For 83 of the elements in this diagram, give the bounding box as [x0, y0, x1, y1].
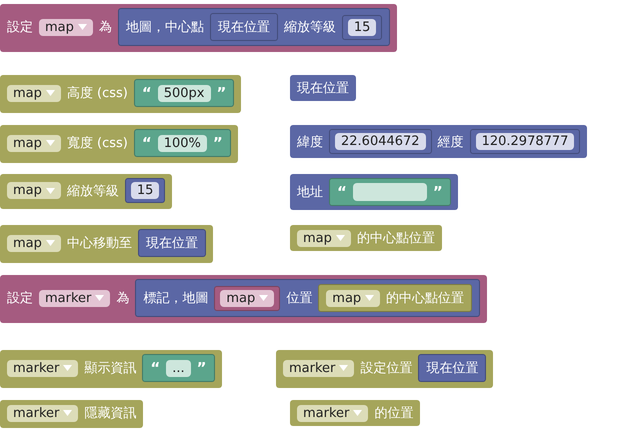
- number-field: 15: [348, 18, 376, 36]
- dropdown-field: marker: [7, 360, 78, 376]
- number-field: 22.6044672: [335, 133, 426, 150]
- dropdown-field: marker: [39, 290, 110, 306]
- block-label: 設定位置: [360, 360, 412, 377]
- number-block: [342, 14, 382, 40]
- value-block: [290, 125, 588, 158]
- statement-block: [0, 350, 222, 388]
- text-field: 100%: [158, 134, 207, 152]
- value-block: [290, 400, 420, 426]
- dropdown-field: map: [7, 182, 61, 199]
- text-field: [352, 183, 427, 201]
- number-block: [124, 178, 166, 203]
- block-label: 的中心點位置: [386, 290, 464, 307]
- dropdown-field: map: [326, 290, 380, 306]
- block-label: 標記，地圖: [143, 290, 208, 307]
- quote-mark: ”: [196, 359, 207, 377]
- number-block: [470, 129, 580, 154]
- value-block: [418, 354, 486, 382]
- value-block: [210, 13, 278, 41]
- dropdown-field: map: [220, 290, 274, 306]
- quote-mark: ”: [216, 84, 226, 102]
- statement-block: [0, 75, 242, 113]
- block-label: 位置: [286, 290, 312, 307]
- statement-block: [0, 275, 488, 323]
- block-label: 為: [116, 290, 130, 307]
- value-block: [118, 8, 390, 46]
- block-label: 設定: [7, 290, 33, 307]
- quote-mark: “: [337, 183, 347, 201]
- dropdown-field: marker: [7, 404, 78, 422]
- text-field: ...: [166, 360, 191, 376]
- dropdown-field: map: [297, 230, 351, 246]
- dropdown-field: map: [7, 234, 61, 252]
- block-label: 為: [98, 19, 112, 36]
- text-block: [134, 129, 231, 157]
- statement-block: [0, 174, 172, 209]
- value-block: [318, 284, 472, 312]
- value-block: [138, 229, 206, 257]
- number-field: 15: [130, 182, 160, 199]
- value-block: [290, 174, 458, 210]
- statement-block: [276, 350, 494, 388]
- text-block: [329, 178, 451, 206]
- block-label: 縮放等級: [66, 182, 119, 200]
- block-label: 寬度 (css): [66, 135, 128, 152]
- block-label: 設定: [7, 19, 33, 36]
- quote-mark: ”: [432, 183, 443, 201]
- block-label: 現在位置: [146, 235, 198, 252]
- block-label: 縮放等級: [284, 19, 336, 36]
- dropdown-field: marker: [297, 404, 368, 422]
- quote-mark: “: [142, 134, 152, 152]
- dropdown-field: marker: [283, 360, 354, 376]
- statement-block: [0, 125, 238, 163]
- block-label: 緯度: [297, 134, 323, 150]
- quote-mark: ”: [212, 134, 223, 152]
- block-label: 隱藏資訊: [84, 405, 136, 422]
- value-block: [290, 75, 356, 101]
- block-label: 的中心點位置: [356, 230, 435, 247]
- quote-mark: “: [150, 359, 160, 377]
- dropdown-field: map: [7, 84, 61, 102]
- number-field: 120.2978777: [476, 133, 574, 150]
- text-block: [134, 79, 234, 107]
- block-label: 地址: [297, 184, 323, 201]
- variable-block: [214, 286, 280, 310]
- block-label: 中心移動至: [66, 235, 132, 252]
- statement-block: [0, 4, 398, 52]
- value-block: [135, 279, 480, 317]
- block-label: 高度 (css): [66, 85, 128, 102]
- text-block: [142, 354, 215, 382]
- statement-block: [0, 400, 144, 428]
- block-label: 現在位置: [426, 360, 478, 377]
- dropdown-field: map: [39, 18, 93, 36]
- block-label: 的位置: [374, 405, 414, 422]
- block-label: 顯示資訊: [84, 360, 136, 377]
- quote-mark: “: [142, 84, 152, 102]
- text-field: 500px: [158, 84, 210, 102]
- statement-block: [0, 225, 213, 263]
- block-label: 地圖，中心點: [126, 19, 204, 36]
- value-block: [290, 225, 442, 251]
- block-label: 經度: [438, 134, 464, 150]
- block-label: 現在位置: [218, 19, 270, 36]
- block-label: 現在位置: [297, 80, 349, 97]
- dropdown-field: map: [7, 134, 61, 152]
- number-block: [329, 129, 432, 154]
